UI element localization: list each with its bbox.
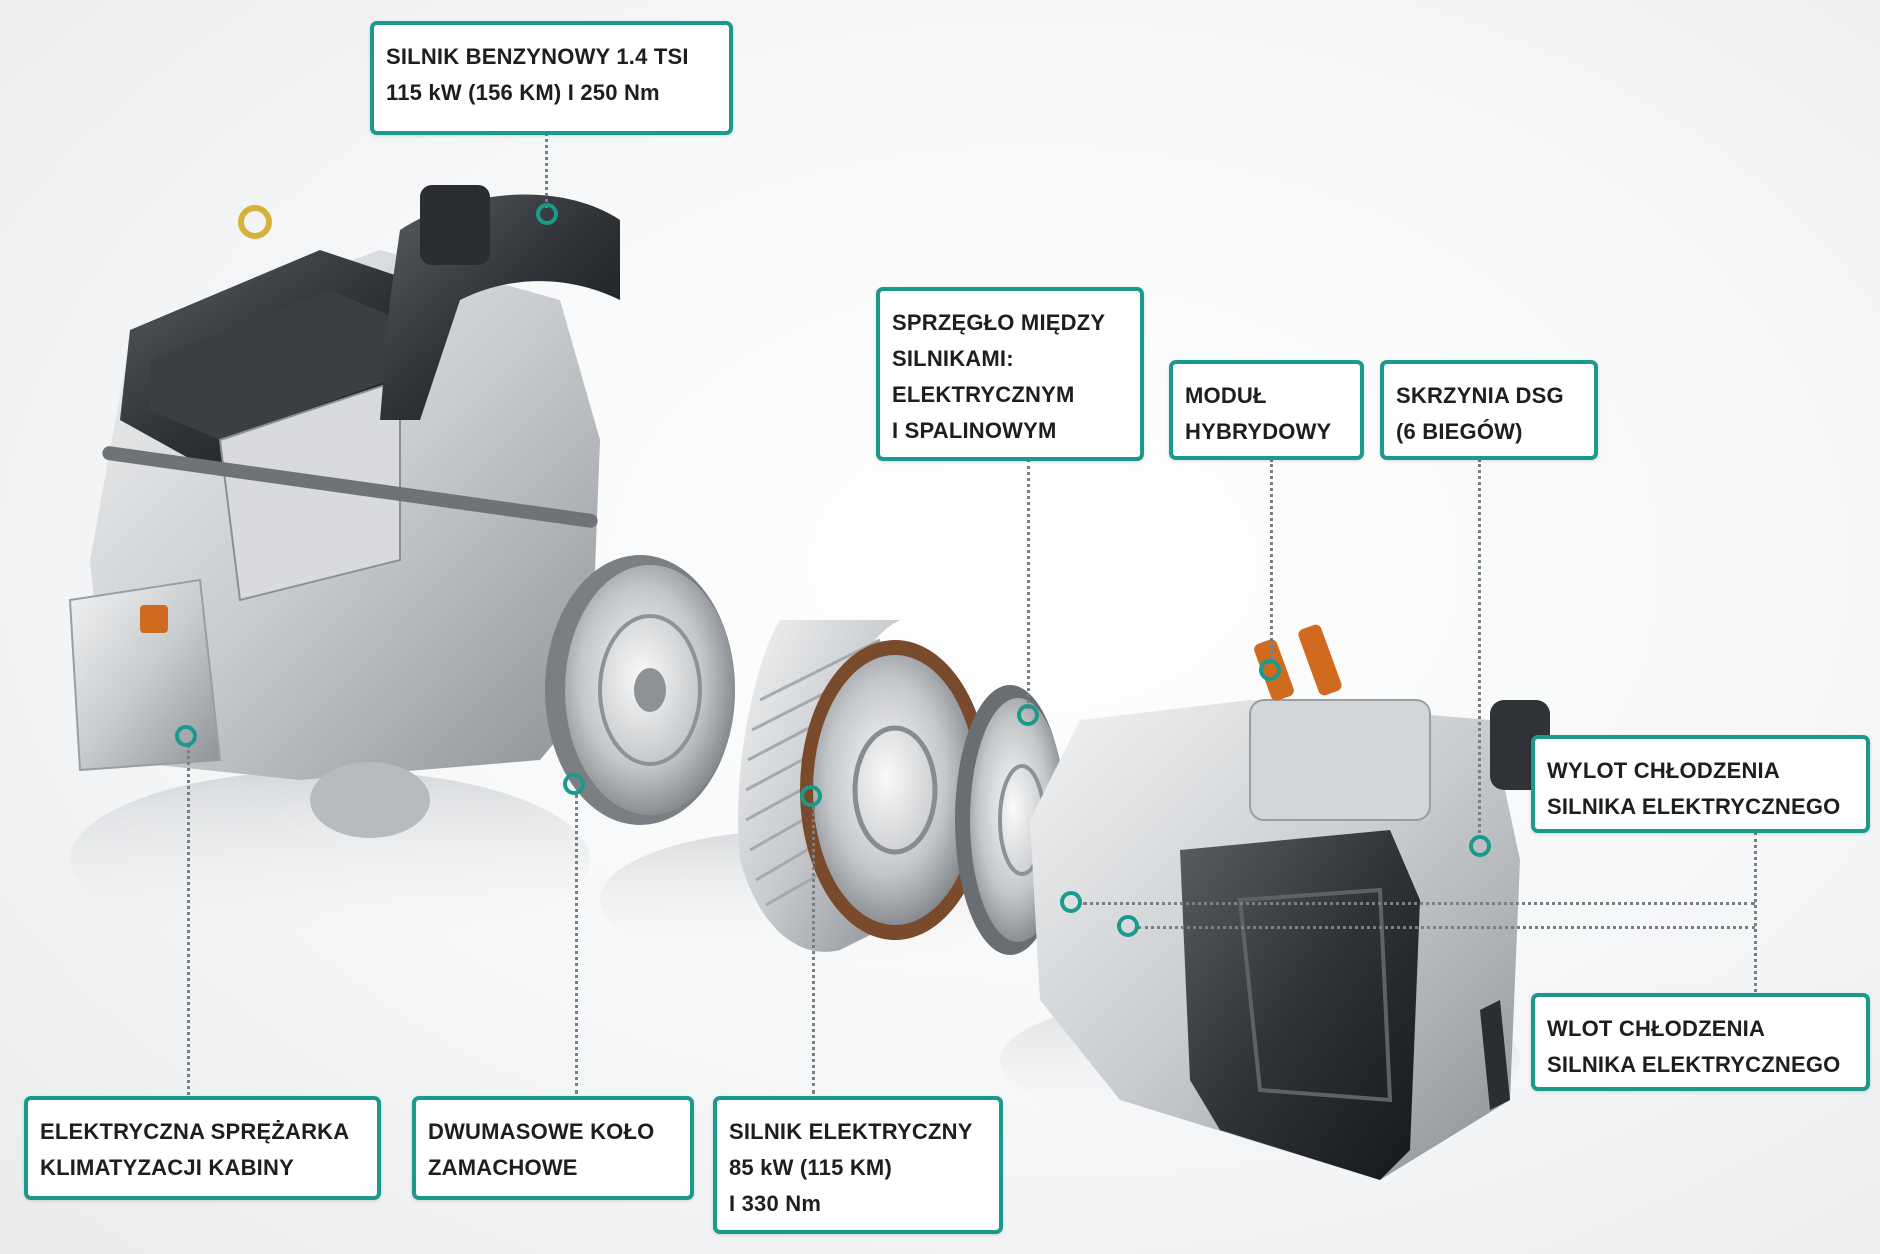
leader-electric-motor — [812, 806, 815, 1094]
marker-petrol-engine — [536, 203, 558, 225]
marker-dsg-gearbox — [1469, 835, 1491, 857]
callout-line: (6 BIEGÓW) — [1396, 419, 1523, 444]
callout-flywheel: DWUMASOWE KOŁO ZAMACHOWE — [412, 1096, 694, 1200]
callout-line: ELEKTRYCZNYM — [892, 382, 1075, 407]
leader-flywheel — [575, 794, 578, 1094]
callout-line: 115 kW (156 KM) I 250 Nm — [386, 80, 660, 105]
callout-dsg-gearbox: SKRZYNIA DSG (6 BIEGÓW) — [1380, 360, 1598, 460]
marker-flywheel — [563, 773, 585, 795]
callout-line: SILNIKA ELEKTRYCZNEGO — [1547, 794, 1841, 819]
leader-cooling-inlet — [1138, 926, 1755, 929]
callout-line: MODUŁ — [1185, 383, 1267, 408]
callout-line: SKRZYNIA DSG — [1396, 383, 1564, 408]
petrol-engine-illustration — [68, 185, 620, 838]
callout-line: WYLOT CHŁODZENIA — [1547, 758, 1780, 783]
callout-line: DWUMASOWE KOŁO — [428, 1119, 655, 1144]
gearbox-illustration — [1030, 624, 1550, 1180]
marker-electric-motor — [800, 785, 822, 807]
marker-clutch — [1017, 704, 1039, 726]
callout-ac-compressor: ELEKTRYCZNA SPRĘŻARKA KLIMATYZACJI KABIN… — [24, 1096, 381, 1200]
marker-ac-compressor — [175, 725, 197, 747]
callout-electric-motor: SILNIK ELEKTRYCZNY 85 kW (115 KM) I 330 … — [713, 1096, 1003, 1234]
callout-line: ELEKTRYCZNA SPRĘŻARKA — [40, 1119, 350, 1144]
leader-clutch — [1027, 459, 1030, 709]
callout-line: ZAMACHOWE — [428, 1155, 578, 1180]
marker-hybrid-module — [1259, 659, 1281, 681]
leader-hybrid-module — [1270, 459, 1273, 659]
callout-line: SILNIKA ELEKTRYCZNEGO — [1547, 1052, 1841, 1077]
leader-cooling-outlet — [1083, 902, 1755, 905]
marker-cooling-outlet — [1060, 891, 1082, 913]
marker-cooling-inlet — [1117, 915, 1139, 937]
callout-line: I SPALINOWYM — [892, 418, 1057, 443]
callout-line: HYBRYDOWY — [1185, 419, 1332, 444]
leader-petrol-engine — [545, 133, 548, 208]
callout-line: WLOT CHŁODZENIA — [1547, 1016, 1766, 1041]
callout-line: 85 kW (115 KM) — [729, 1155, 892, 1180]
callout-line: KLIMATYZACJI KABINY — [40, 1155, 294, 1180]
callout-line: I 330 Nm — [729, 1191, 822, 1216]
callout-clutch: SPRZĘGŁO MIĘDZY SILNIKAMI: ELEKTRYCZNYM … — [876, 287, 1144, 461]
callout-line: SILNIKAMI: — [892, 346, 1014, 371]
electric-motor-illustration — [738, 620, 990, 952]
callout-line: SPRZĘGŁO MIĘDZY — [892, 310, 1106, 335]
callout-hybrid-module: MODUŁ HYBRYDOWY — [1169, 360, 1364, 460]
flywheel-illustration — [545, 555, 735, 825]
callout-petrol-engine: SILNIK BENZYNOWY 1.4 TSI 115 kW (156 KM)… — [370, 21, 733, 135]
leader-dsg-gearbox — [1478, 459, 1481, 839]
callout-line: SILNIK BENZYNOWY 1.4 TSI — [386, 44, 689, 69]
callout-cooling-inlet: WLOT CHŁODZENIA SILNIKA ELEKTRYCZNEGO — [1531, 993, 1870, 1091]
leader-cooling-vertical — [1754, 832, 1757, 992]
callout-cooling-outlet: WYLOT CHŁODZENIA SILNIKA ELEKTRYCZNEGO — [1531, 735, 1870, 833]
callout-line: SILNIK ELEKTRYCZNY — [729, 1119, 973, 1144]
leader-ac-compressor — [187, 745, 190, 1095]
